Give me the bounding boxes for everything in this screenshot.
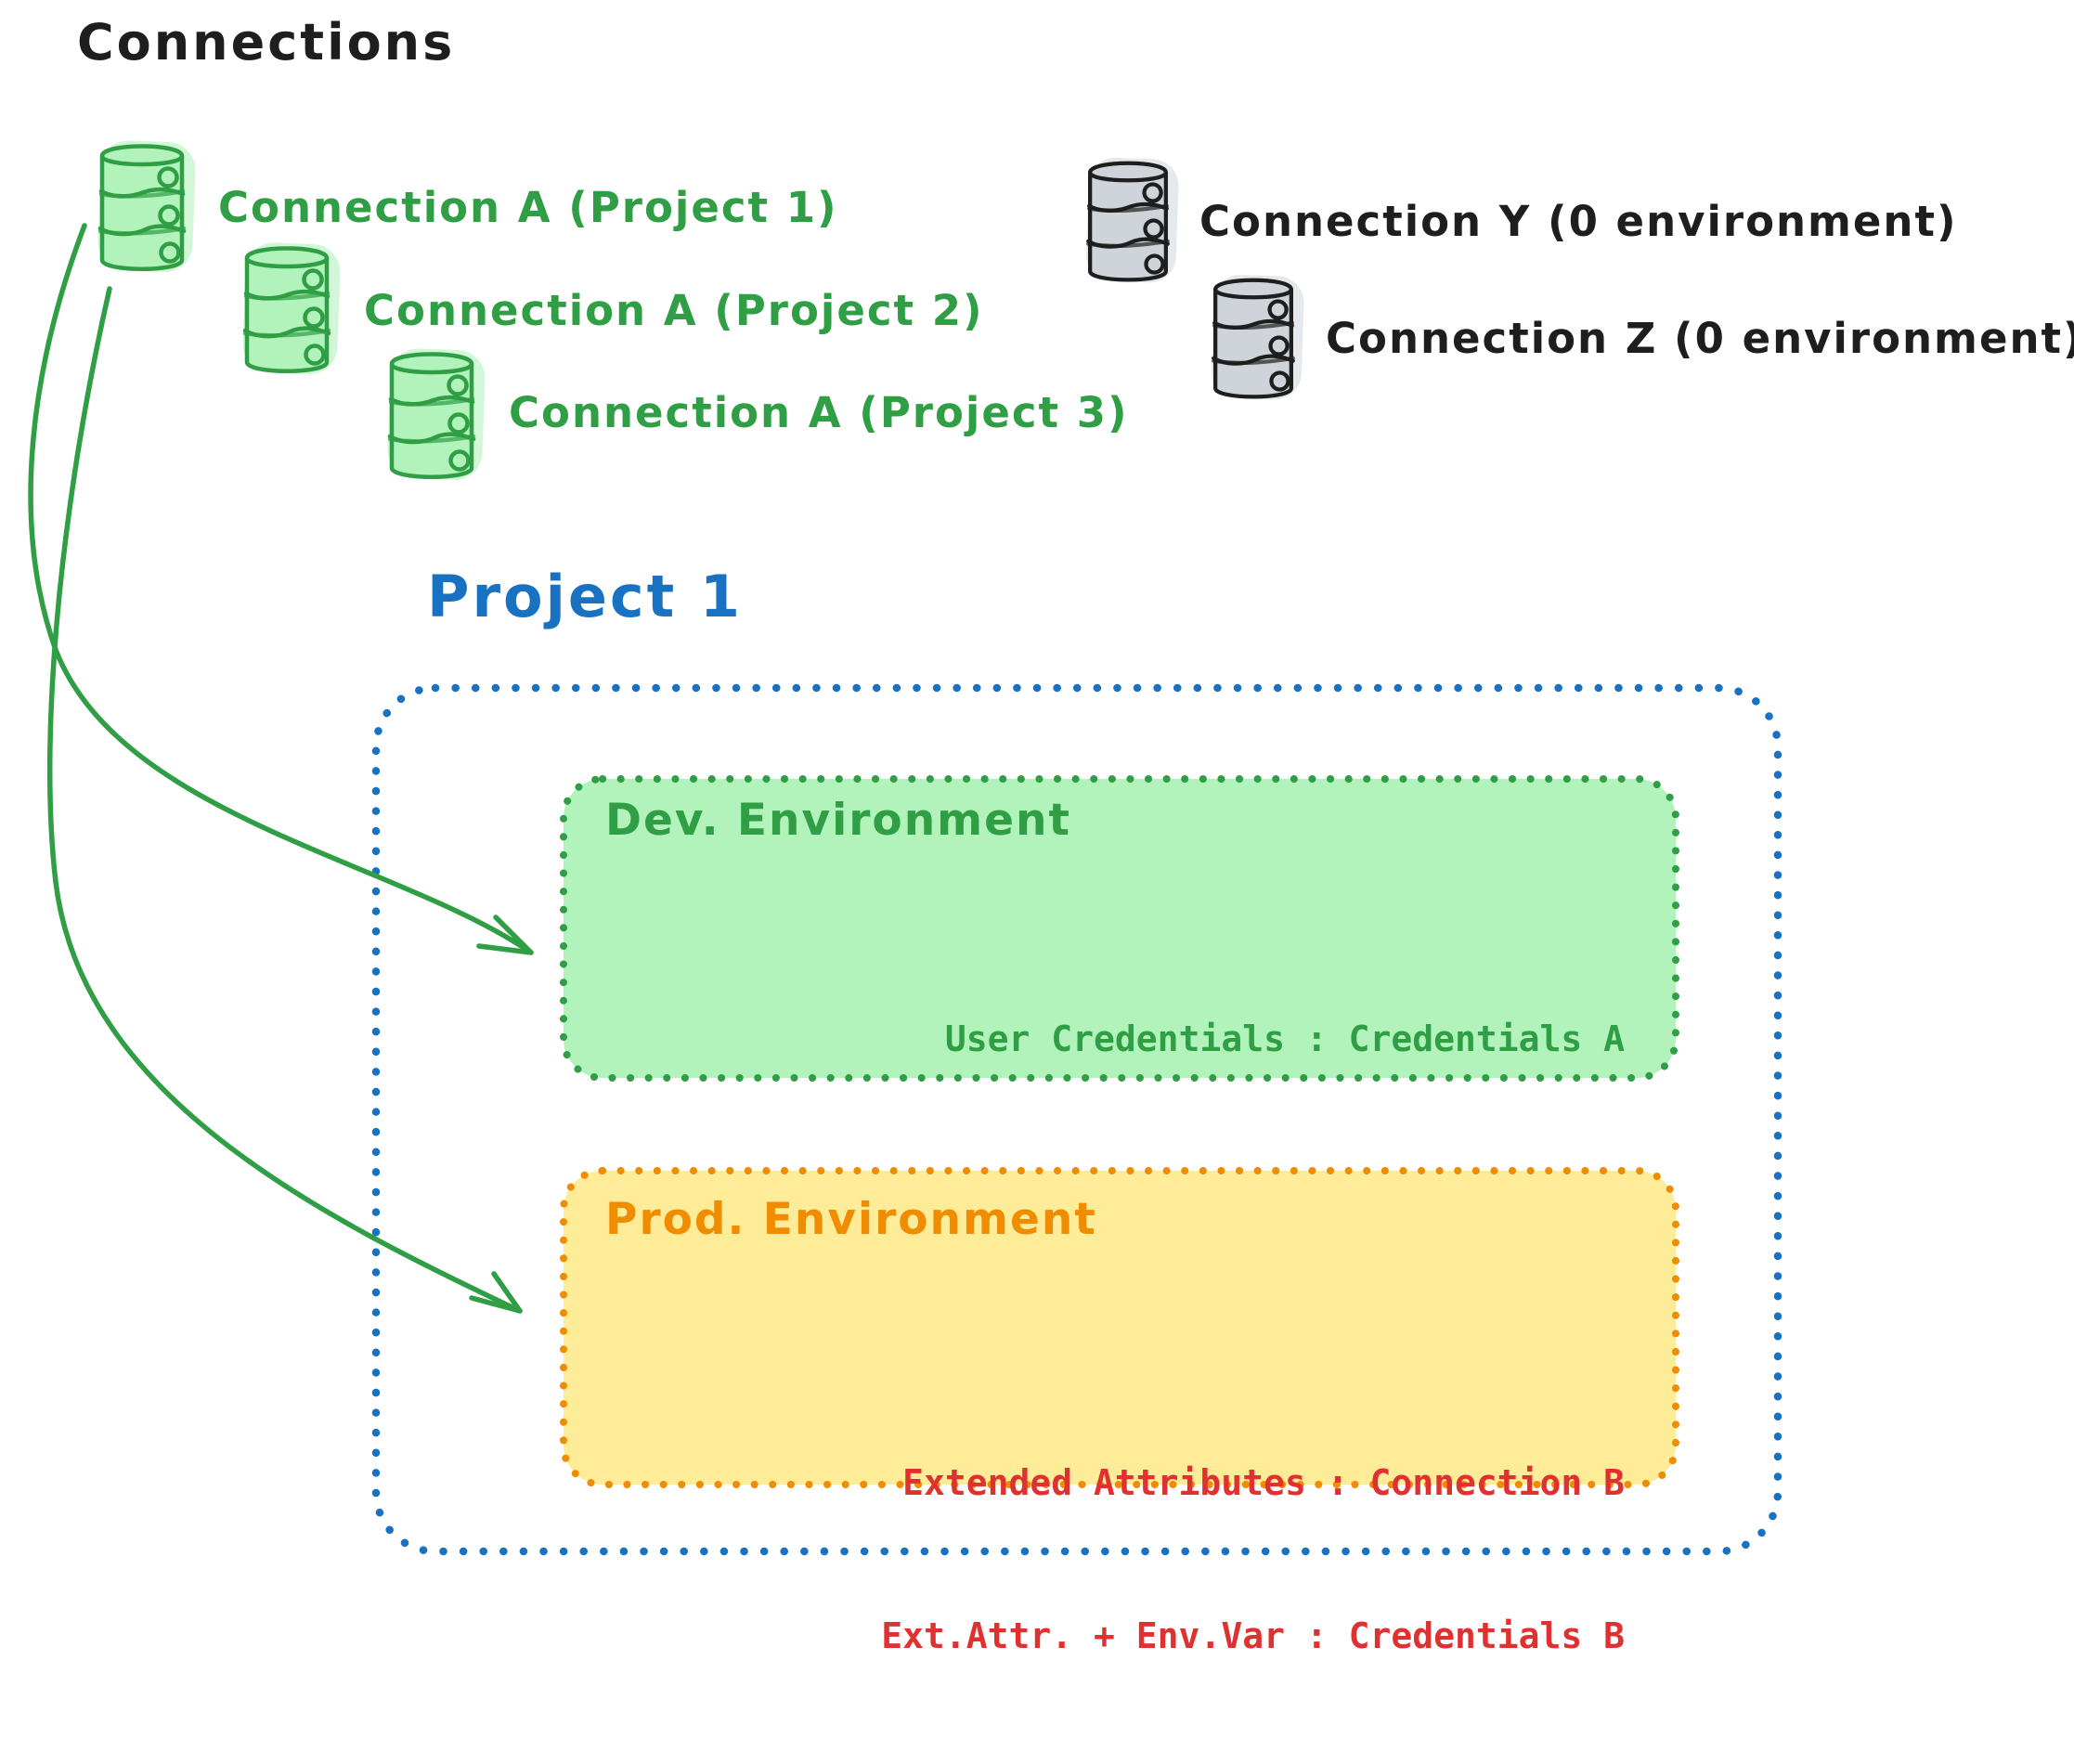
connection-a-project-2-label: Connection A (Project 2): [364, 286, 984, 335]
prod-environment-title: Prod. Environment: [605, 1194, 1097, 1245]
page-title: Connections: [77, 13, 456, 71]
connection-a-project-1-label: Connection A (Project 1): [218, 183, 838, 232]
arrow-to-prod-head: [469, 1271, 523, 1314]
prod-credentials-mapping: Extended Attributes : Connection B Ext.A…: [561, 1355, 1625, 1764]
connection-a-project-3-label: Connection A (Project 3): [509, 388, 1129, 437]
database-icon-connection-a-3: [387, 348, 486, 480]
prod-mapping-line-1: Extended Attributes : Connection B: [902, 1462, 1625, 1503]
project-title: Project 1: [427, 563, 744, 630]
connection-y-label: Connection Y (0 environment): [1199, 197, 1958, 246]
dev-credentials-mapping: User Credentials : Credentials A: [944, 1018, 1625, 1059]
prod-mapping-line-2: Ext.Attr. + Env.Var : Credentials B: [881, 1615, 1625, 1656]
dev-environment-title: Dev. Environment: [605, 795, 1071, 846]
database-icon-connection-a-2: [242, 242, 341, 374]
connection-z-label: Connection Z (0 environment): [1326, 314, 2074, 363]
database-icon-connection-z: [1211, 274, 1304, 400]
database-icon-connection-y: [1085, 157, 1179, 283]
database-icon-connection-a-1: [97, 140, 196, 272]
diagram-canvas: Connections Dev. Environment User Creden…: [28, 13, 2074, 1656]
arrow-to-dev-head: [476, 914, 534, 955]
